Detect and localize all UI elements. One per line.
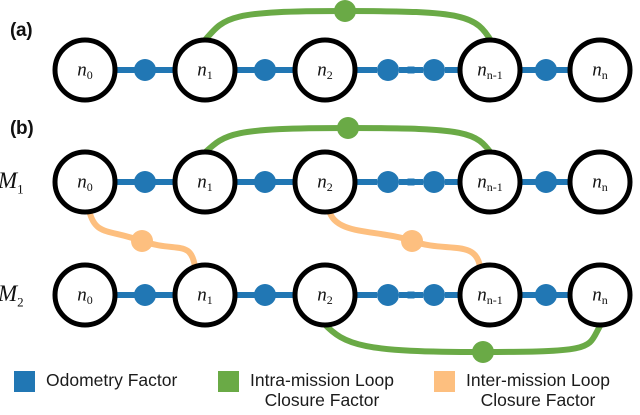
odometry-factor-node[interactable] [535, 171, 557, 193]
panel-b-label: (b) [10, 118, 34, 139]
pose-node-b2-nn[interactable] [567, 262, 633, 328]
odometry-factor-node[interactable] [254, 171, 276, 193]
inter-mission-loop-closure-2-factor-node[interactable] [401, 230, 423, 252]
legend-label-inter_mission: Inter-mission Loop Closure Factor [466, 370, 610, 410]
pose-node-b2-n1[interactable] [172, 262, 238, 328]
legend-swatch-odometry [14, 371, 35, 392]
pose-node-b1-nn[interactable] [567, 149, 633, 215]
legend-swatch-intra_mission [218, 371, 239, 392]
pose-node-a-n1[interactable] [172, 37, 238, 103]
odometry-factor-node[interactable] [134, 171, 156, 193]
ellipsis-dot [407, 291, 415, 299]
odometry-factor-node[interactable] [423, 284, 445, 306]
legend-item-intra_mission: Intra-mission Loop Closure Factor [218, 370, 394, 410]
odometry-factor-node[interactable] [134, 59, 156, 81]
intra-mission-loop-closure-b2-factor-node[interactable] [472, 341, 494, 363]
legend-label-intra_mission: Intra-mission Loop Closure Factor [250, 370, 394, 410]
odometry-factor-node[interactable] [535, 284, 557, 306]
intra-mission-loop-closure-b1-factor-node[interactable] [337, 117, 359, 139]
odometry-factor-node[interactable] [377, 171, 399, 193]
odometry-factor-node[interactable] [535, 59, 557, 81]
pose-node-b1-n2[interactable] [292, 149, 358, 215]
legend-item-odometry: Odometry Factor [14, 370, 177, 392]
legend-swatch-inter_mission [434, 371, 455, 392]
odometry-factor-node[interactable] [134, 284, 156, 306]
pose-node-a-nn[interactable] [567, 37, 633, 103]
odometry-factor-node[interactable] [423, 171, 445, 193]
inter-mission-loop-closure-1-factor-node[interactable] [131, 230, 153, 252]
mission-label-2: M2 [0, 281, 24, 310]
intra-mission-loop-closure-a-factor-node[interactable] [334, 0, 356, 22]
mission-label-1: M1 [0, 168, 24, 197]
odometry-factor-node[interactable] [377, 284, 399, 306]
pose-node-a-nn1[interactable] [457, 37, 523, 103]
pose-node-b1-nn1[interactable] [457, 149, 523, 215]
pose-node-b2-n2[interactable] [292, 262, 358, 328]
ellipsis-dot [407, 178, 415, 186]
legend: Odometry Factor Intra-mission Loop Closur… [0, 366, 640, 415]
pose-node-a-n0[interactable] [52, 37, 118, 103]
ellipsis-dot [407, 66, 415, 74]
odometry-factor-node[interactable] [377, 59, 399, 81]
legend-item-inter_mission: Inter-mission Loop Closure Factor [434, 370, 610, 410]
pose-node-b1-n0[interactable] [52, 149, 118, 215]
intra-mission-loop-closure-b2-arc [320, 319, 605, 356]
odometry-factor-node[interactable] [254, 284, 276, 306]
pose-node-b2-nn1[interactable] [457, 262, 523, 328]
legend-label-odometry: Odometry Factor [46, 370, 178, 390]
pose-node-b1-n1[interactable] [172, 149, 238, 215]
panel-a-label: (a) [10, 20, 33, 41]
odometry-factor-node[interactable] [423, 59, 445, 81]
pose-node-b2-n0[interactable] [52, 262, 118, 328]
pose-node-a-n2[interactable] [292, 37, 358, 103]
odometry-factor-node[interactable] [254, 59, 276, 81]
